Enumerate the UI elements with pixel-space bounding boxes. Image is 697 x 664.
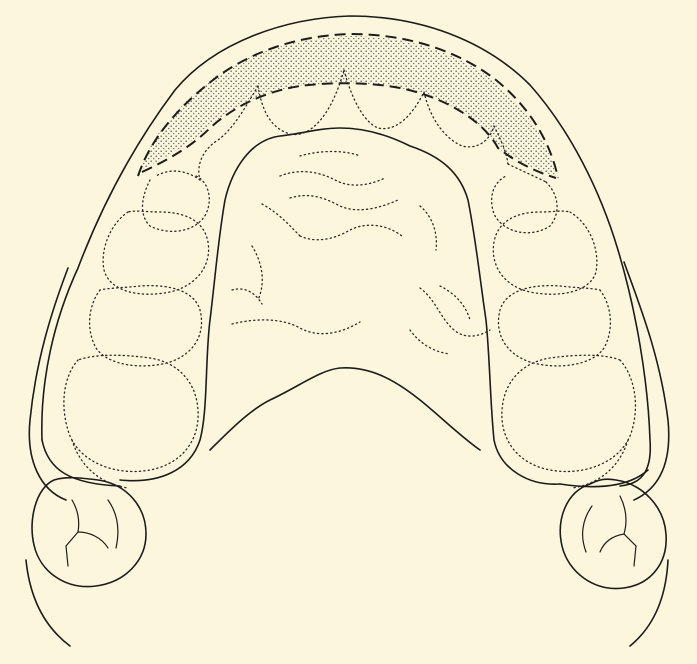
- paper-background: [0, 0, 697, 664]
- maxillary-arch-diagram: [0, 0, 697, 664]
- diagram-svg: [0, 0, 697, 664]
